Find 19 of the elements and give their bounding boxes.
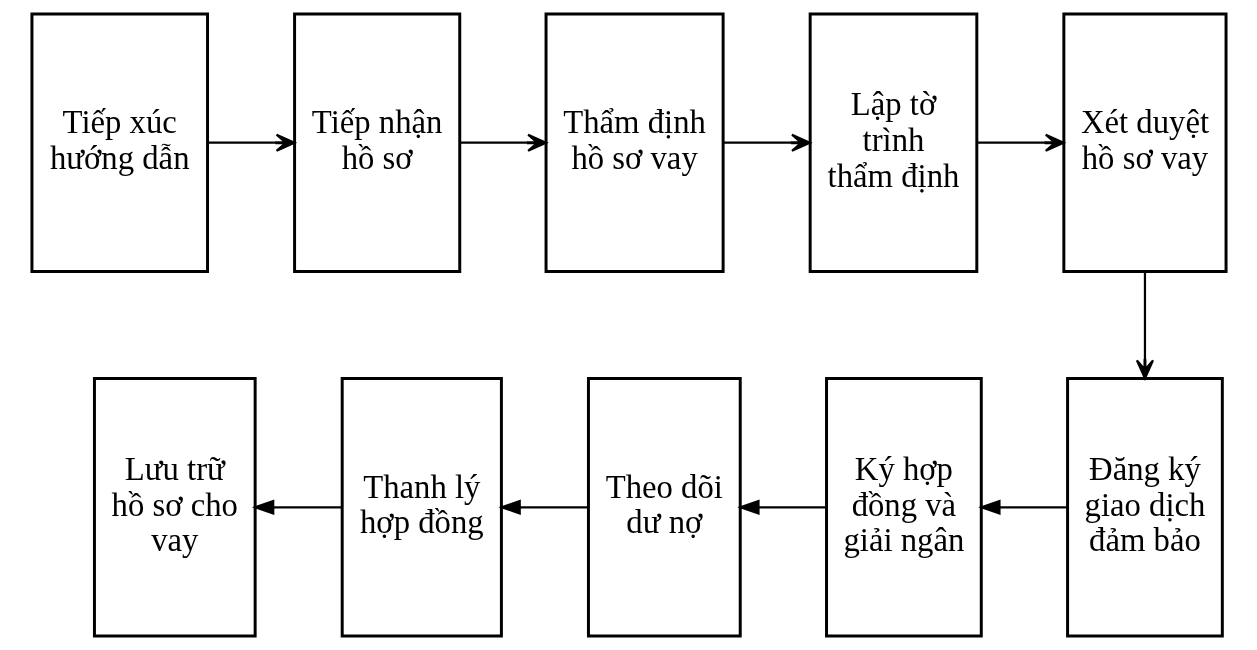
node-box: Ký hợp đồng và giải ngân <box>824 377 983 638</box>
node-box: Lưu trữ hồ sơ cho vay <box>92 377 257 638</box>
arrow <box>976 133 1065 152</box>
arrow <box>1135 271 1154 380</box>
node-box: Lập tờ trình thẩm định <box>808 12 978 273</box>
node-box: Tiếp nhận hồ sơ <box>292 12 461 273</box>
arrow <box>736 499 826 516</box>
arrow <box>977 499 1067 516</box>
node-box: Thanh lý hợp đồng <box>340 377 503 638</box>
arrow <box>497 499 588 516</box>
node-box: Thẩm định hồ sơ vay <box>544 12 725 273</box>
node-box: Tiếp xúc hướng dẫn <box>29 12 209 273</box>
arrow <box>207 133 296 152</box>
arrow <box>459 133 547 152</box>
node-box: Theo dõi dư nợ <box>586 377 742 638</box>
arrow <box>723 133 811 152</box>
node-box: Xét duyệt hồ sơ vay <box>1061 12 1228 273</box>
node-box: Đăng ký giao dịch đảm bảo <box>1065 377 1224 638</box>
arrow <box>251 499 342 516</box>
